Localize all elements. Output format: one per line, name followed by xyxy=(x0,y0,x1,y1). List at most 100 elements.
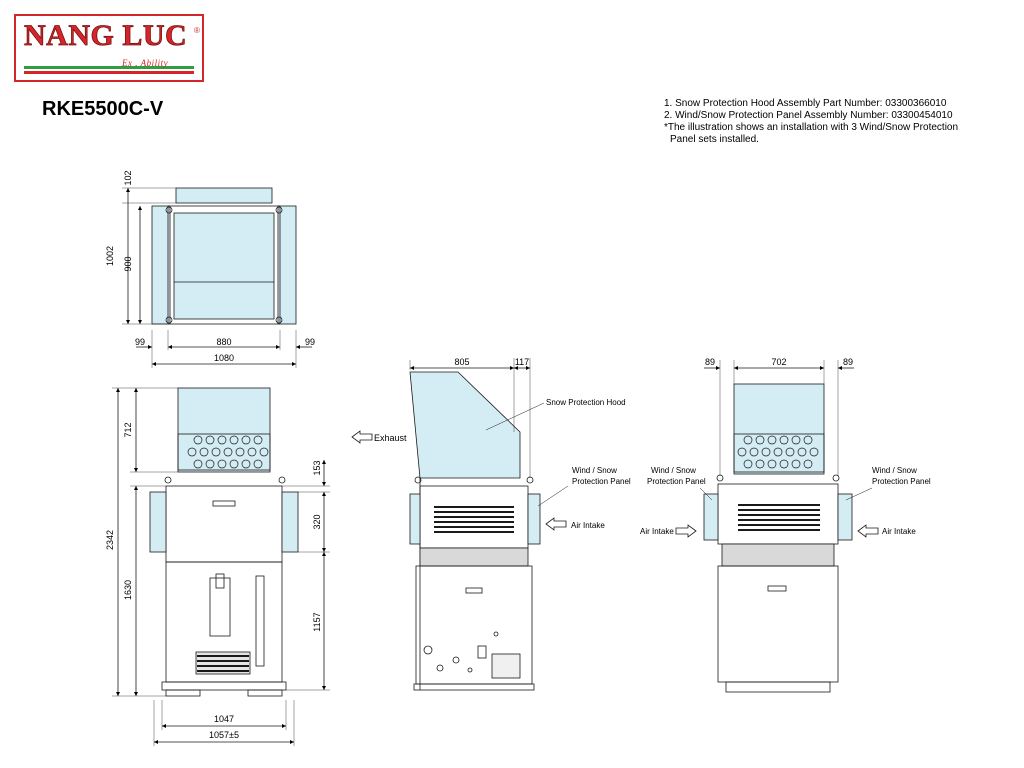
vent-hole xyxy=(205,435,215,445)
wind-panel-label: Protection Panel xyxy=(647,477,706,486)
vent-hole xyxy=(791,459,801,469)
vent-hole xyxy=(193,459,203,469)
dim-text: 805 xyxy=(454,357,469,367)
air-intake-label: Air Intake xyxy=(882,527,916,536)
notes-block: 1. Snow Protection Hood Assembly Part Nu… xyxy=(664,98,1004,146)
vent-hole xyxy=(247,447,257,457)
logo-green-stripe xyxy=(24,66,194,69)
dim-text: 102 xyxy=(123,170,133,185)
vent-hole xyxy=(743,435,753,445)
front-view xyxy=(112,387,330,746)
dim-text: 880 xyxy=(216,337,231,347)
dim-text: 1057±5 xyxy=(209,730,239,740)
dim-text: 900 xyxy=(123,256,133,271)
vent-hole xyxy=(755,435,765,445)
wind-panel-label: Protection Panel xyxy=(872,477,931,486)
louver-slat xyxy=(197,665,249,667)
air-intake-label: Air Intake xyxy=(640,527,674,536)
wind-panel-label: Wind / Snow xyxy=(572,466,617,475)
note-line: *The illustration shows an installation … xyxy=(664,122,959,133)
dim-text: 2342 xyxy=(105,530,115,550)
vent-hole xyxy=(767,435,777,445)
vent-hole xyxy=(749,447,759,457)
vent-hole xyxy=(241,459,251,469)
dim-text: 712 xyxy=(123,422,133,437)
vent-hole xyxy=(217,435,227,445)
dim-text: 153 xyxy=(312,460,322,475)
dim-text: 1047 xyxy=(214,714,234,724)
louver-slat xyxy=(434,526,514,528)
vent-hole xyxy=(803,435,813,445)
dim-text: 117 xyxy=(515,357,529,367)
louver-slat xyxy=(738,509,820,511)
wind-panel-label: Wind / Snow xyxy=(872,466,917,475)
top-view xyxy=(122,187,312,368)
vent-hole xyxy=(761,447,771,457)
louver-slat xyxy=(738,504,820,506)
logo-tagline: Ex . Ability xyxy=(122,58,169,68)
dim-text: 1002 xyxy=(105,246,115,266)
vent-hole xyxy=(199,447,209,457)
vent-hole xyxy=(223,447,233,457)
dim-text: 1080 xyxy=(214,353,234,363)
vent-hole xyxy=(229,435,239,445)
vent-hole xyxy=(809,447,819,457)
louver-slat xyxy=(738,529,820,531)
louver-slat xyxy=(197,670,249,672)
louver-slat xyxy=(434,521,514,523)
vent-hole xyxy=(743,459,753,469)
vent-hole xyxy=(211,447,221,457)
vent-hole xyxy=(797,447,807,457)
model-title: RKE5500C-V xyxy=(42,98,164,120)
vent-hole xyxy=(737,447,747,457)
dim-text: 1630 xyxy=(123,580,133,600)
dim-text: 99 xyxy=(135,337,145,347)
vent-hole xyxy=(803,459,813,469)
vent-hole xyxy=(767,459,777,469)
note-line: 2. Wind/Snow Protection Panel Assembly N… xyxy=(664,110,953,121)
dim-text: 99 xyxy=(305,337,315,347)
dim-text: 702 xyxy=(771,357,786,367)
louver-slat xyxy=(434,506,514,508)
logo-registered-mark: ® xyxy=(194,26,200,35)
vent-hole xyxy=(187,447,197,457)
vent-hole xyxy=(791,435,801,445)
vent-hole xyxy=(259,447,269,457)
wind-panel-label: Protection Panel xyxy=(572,477,631,486)
louver-slat xyxy=(434,511,514,513)
vent-hole xyxy=(779,459,789,469)
company-logo: NANG LUC ® Ex . Ability xyxy=(14,14,204,82)
louver-slat xyxy=(197,655,249,657)
louver-slat xyxy=(738,524,820,526)
dim-text: 1157 xyxy=(312,612,322,631)
vent-hole xyxy=(253,435,263,445)
exhaust-label: Exhaust xyxy=(374,433,407,443)
vent-hole xyxy=(779,435,789,445)
louver-slat xyxy=(434,531,514,533)
vent-hole xyxy=(253,459,263,469)
dim-text: 89 xyxy=(705,357,715,367)
vent-hole xyxy=(229,459,239,469)
vent-hole xyxy=(241,435,251,445)
louver-slat xyxy=(434,516,514,518)
note-line: Panel sets installed. xyxy=(670,134,759,145)
vent-hole xyxy=(235,447,245,457)
vent-hole xyxy=(193,435,203,445)
vent-hole xyxy=(773,447,783,457)
hood-vents xyxy=(187,435,819,469)
louver-slat xyxy=(197,660,249,662)
vent-hole xyxy=(755,459,765,469)
louvers xyxy=(197,504,820,672)
rear-view xyxy=(675,360,879,693)
snow-hood-label: Snow Protection Hood xyxy=(546,398,626,407)
note-line: 1. Snow Protection Hood Assembly Part Nu… xyxy=(664,98,947,109)
dim-text: 89 xyxy=(843,357,853,367)
logo-red-stripe xyxy=(24,71,194,74)
wind-panel-label: Wind / Snow xyxy=(651,466,696,475)
vent-hole xyxy=(205,459,215,469)
dim-text: 320 xyxy=(312,514,322,529)
vent-hole xyxy=(217,459,227,469)
louver-slat xyxy=(738,519,820,521)
louver-slat xyxy=(738,514,820,516)
